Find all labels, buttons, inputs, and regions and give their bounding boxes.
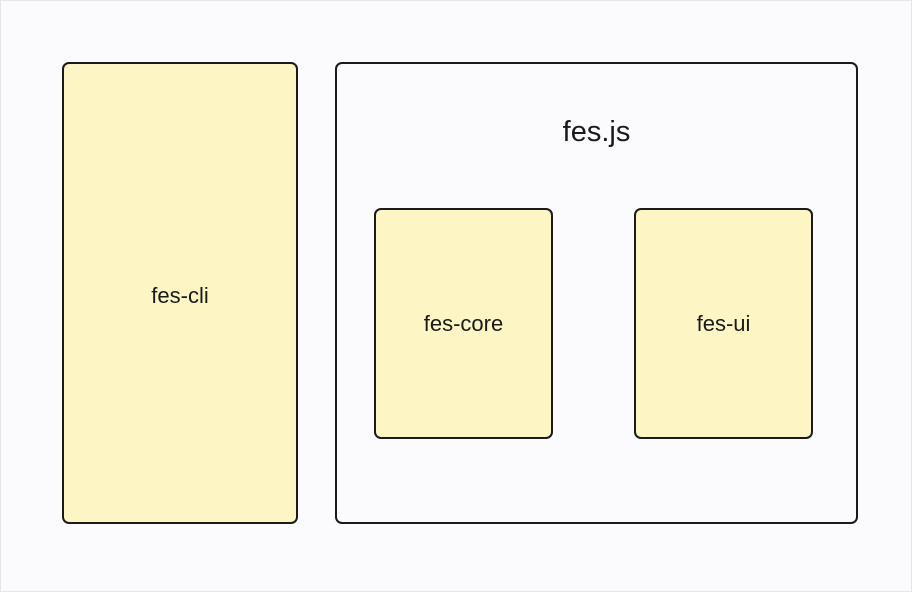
fes-core-label: fes-core <box>423 310 504 336</box>
fes-cli-box: fes-cli <box>62 62 298 524</box>
fesjs-group-title: fes.js <box>562 116 631 148</box>
fes-ui-label: fes-ui <box>696 310 751 336</box>
fes-core-box: fes-core <box>374 208 553 439</box>
fes-cli-label: fes-cli <box>151 283 209 308</box>
fes-ui-box: fes-ui <box>634 208 813 439</box>
fesjs-group-box: fes.js fes-core fes-ui <box>335 62 858 524</box>
